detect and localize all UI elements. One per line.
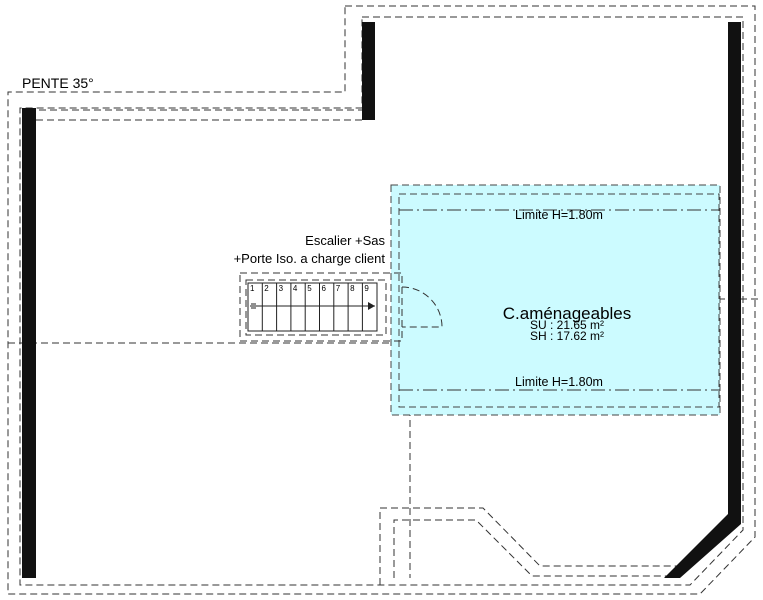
height-limit-label-bottom: Limite H=1.80m bbox=[515, 375, 603, 389]
habitable-zone bbox=[390, 184, 721, 416]
outer-envelope bbox=[7, 5, 756, 595]
stair-step-number: 3 bbox=[279, 284, 284, 293]
stair-step-number: 2 bbox=[264, 284, 269, 293]
stair-inner-frame bbox=[245, 279, 387, 336]
stair-label-line1: Escalier +Sas bbox=[305, 233, 385, 248]
zone-title: C.aménageables bbox=[503, 304, 632, 323]
wall-upper-step bbox=[362, 22, 375, 120]
surface-utile: SU : 21.65 m² bbox=[530, 318, 604, 332]
stair-label-line2: +Porte Iso. a charge client bbox=[234, 251, 386, 266]
stair-step-number: 1 bbox=[250, 284, 255, 293]
wall-right bbox=[664, 22, 741, 578]
stair-step-number: 8 bbox=[350, 284, 355, 293]
stair-box bbox=[247, 282, 378, 332]
stair-step-number: 4 bbox=[293, 284, 298, 293]
stair-step-number: 6 bbox=[322, 284, 327, 293]
stair-step-number: 5 bbox=[307, 284, 312, 293]
wall-left bbox=[22, 108, 36, 578]
roof-slope-label: PENTE 35° bbox=[22, 75, 94, 91]
height-limit-label-top: Limite H=1.80m bbox=[515, 208, 603, 222]
stair-enclosure bbox=[239, 272, 403, 342]
stair-step-number: 7 bbox=[336, 284, 341, 293]
bottom-notch-outer bbox=[379, 507, 680, 585]
inner-envelope bbox=[19, 16, 744, 586]
stair-arrow-icon bbox=[368, 302, 375, 310]
stair-step-number: 9 bbox=[364, 284, 369, 293]
door-swing-icon bbox=[401, 286, 443, 328]
surface-habitable: SH : 17.62 m² bbox=[530, 329, 604, 343]
habitable-zone-inner bbox=[398, 193, 720, 408]
bottom-notch-inner bbox=[393, 519, 678, 578]
